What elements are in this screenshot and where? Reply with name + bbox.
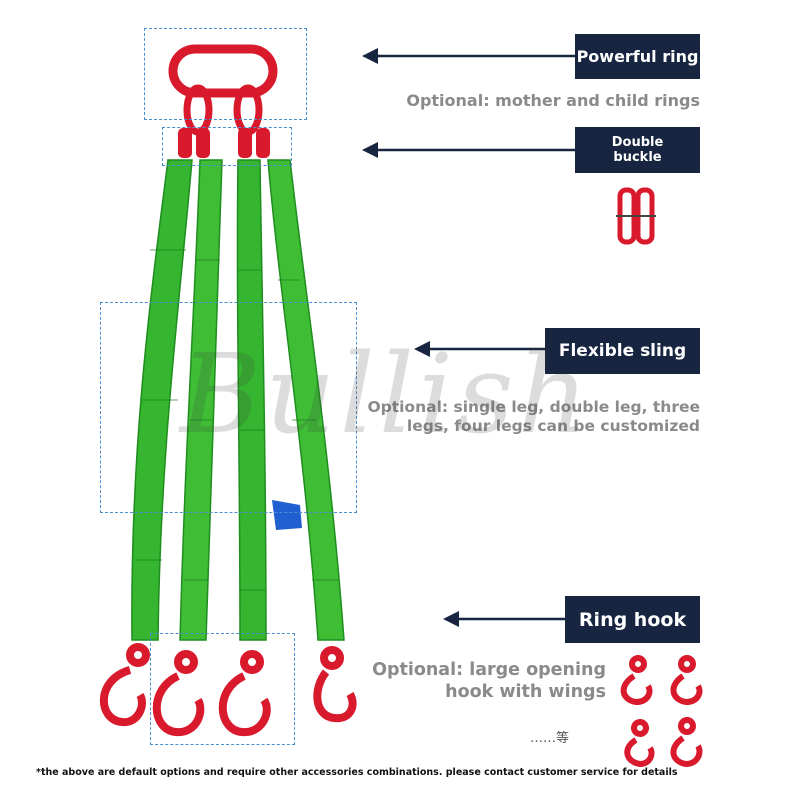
powerful-ring-label: Powerful ring [575, 34, 700, 79]
etc-text: ……等 [530, 731, 570, 746]
sling-legs [131, 159, 345, 641]
buckles [178, 128, 270, 158]
arrow-buckle [362, 142, 576, 158]
double-buckle-label: Double buckle [575, 127, 700, 173]
hooks [99, 643, 357, 737]
ring-option-text: Optional: mother and child rings [406, 91, 700, 110]
ring-callout-box [144, 28, 307, 120]
hook-callout-box [150, 633, 295, 745]
sling-callout-box [100, 302, 357, 513]
buckle-callout-box [162, 127, 292, 166]
double-buckle-accessory [616, 187, 656, 245]
arrow-sling [414, 341, 545, 357]
hook-accessory-icons [620, 655, 703, 768]
watermark: Bullish [180, 330, 593, 458]
master-ring [168, 44, 278, 98]
flexible-sling-label: Flexible sling [545, 328, 700, 374]
arrow-hook [443, 611, 565, 627]
ring-hook-label: Ring hook [565, 596, 700, 643]
hook-option-text: Optional: large opening hook with wings [372, 660, 606, 702]
footnote: *the above are default options and requi… [36, 767, 678, 778]
sling-option-text: Optional: single leg, double leg, three … [367, 398, 700, 435]
arrow-ring [362, 48, 576, 64]
